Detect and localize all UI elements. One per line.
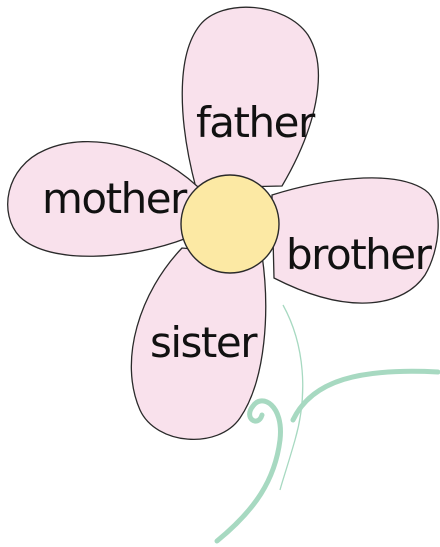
flower-center bbox=[181, 175, 279, 273]
stem-thin-line bbox=[280, 305, 303, 490]
label-brother: brother bbox=[286, 230, 433, 279]
label-father: father bbox=[196, 98, 316, 147]
stem-inner bbox=[280, 305, 303, 490]
label-mother: mother bbox=[42, 174, 188, 223]
leaf-right bbox=[293, 371, 438, 420]
label-sister: sister bbox=[150, 318, 258, 367]
